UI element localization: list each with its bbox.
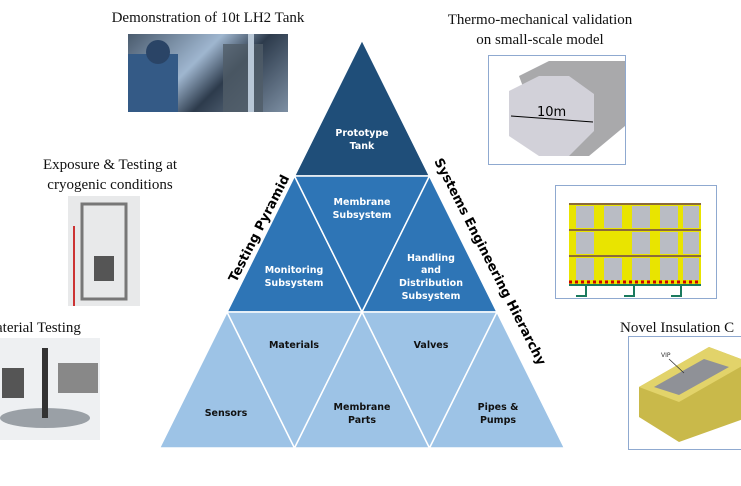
label-membrane-parts-1: Membrane [334,402,391,413]
model-dimension-label: 10m [537,105,566,120]
insulation-panel-figure: VIP [628,336,741,450]
label-monitoring-2: Subsystem [265,278,324,289]
caption-exposure-1: Exposure & Testing at [42,157,178,173]
label-valves: Valves [414,340,449,351]
caption-material: aterial Testing [0,320,81,336]
label-membrane-parts-2: Parts [348,415,376,426]
label-membrane-sub-2: Subsystem [333,210,392,221]
label-pipes-2: Pumps [480,415,516,426]
insulation-layers-figure [555,185,717,299]
label-membrane-sub-1: Membrane [334,197,391,208]
octagon-model-figure: 10m [488,55,626,165]
cryogenic-test-machine-photo [68,196,140,306]
label-monitoring-1: Monitoring [265,265,324,276]
material-testing-figure [0,338,100,440]
label-materials: Materials [269,340,319,351]
vip-label: VIP [661,352,671,359]
label-pipes-1: Pipes & [478,402,519,413]
label-sensors: Sensors [205,408,248,419]
label-handling-3: Distribution [399,278,463,289]
caption-demo: Demonstration of 10t LH2 Tank [111,10,305,26]
label-prototype-1: Prototype [335,128,388,139]
caption-thermo-1: Thermo-mechanical validation [447,12,633,28]
pyramid-cell [428,310,566,449]
pyramid-cell [293,38,431,177]
lh2-tank-photo [128,34,288,112]
caption-thermo-2: on small-scale model [476,32,604,48]
caption-insulation: Novel Insulation C [620,320,735,336]
label-handling-1: Handling [407,253,455,264]
caption-exposure-2: cryogenic conditions [47,177,173,193]
label-prototype-2: Tank [350,141,375,152]
label-handling-4: Subsystem [402,291,461,302]
label-handling-2: and [421,265,441,276]
